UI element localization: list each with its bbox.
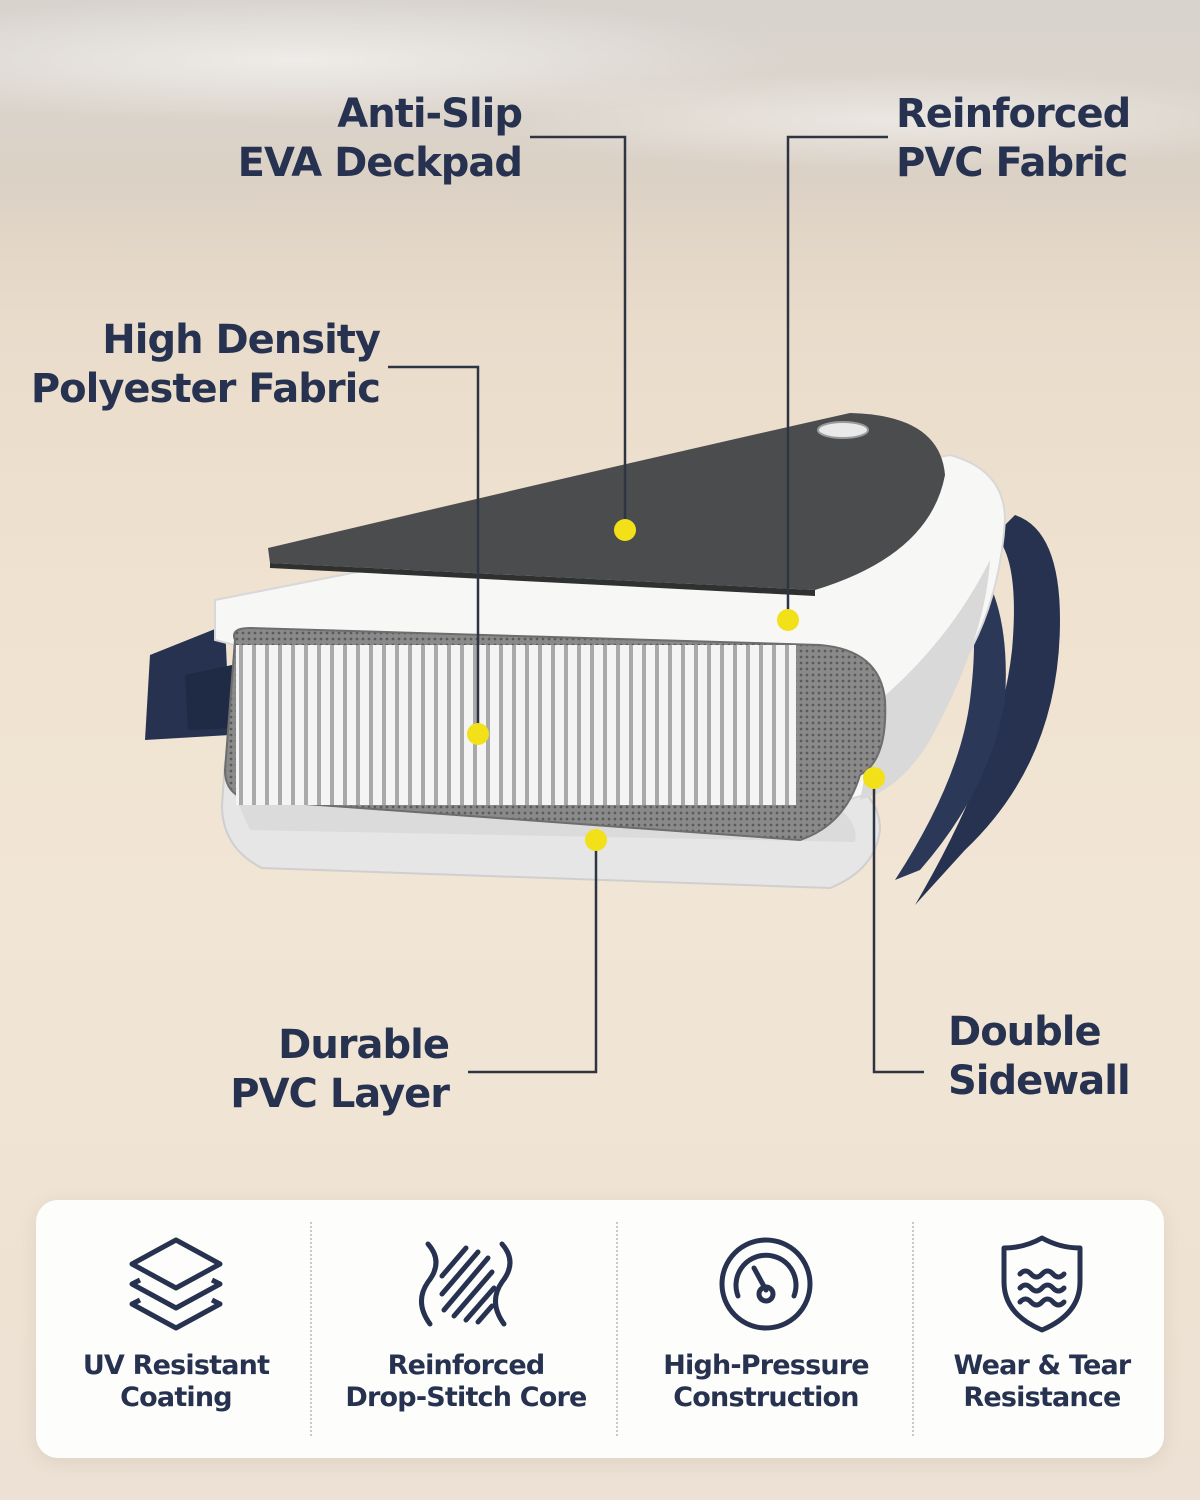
pressure-gauge-icon bbox=[719, 1237, 813, 1331]
feature-label: High-Pressure Construction bbox=[626, 1350, 906, 1414]
feature-drop-stitch: Reinforced Drop-Stitch Core bbox=[326, 1200, 606, 1458]
callout-line: EVA Deckpad bbox=[237, 140, 523, 186]
leader-pvc-fabric bbox=[786, 135, 888, 620]
callout-line: Durable bbox=[278, 1022, 450, 1068]
callout-line: Polyester Fabric bbox=[30, 366, 381, 412]
beach-background bbox=[0, 0, 1200, 230]
board-cross-section bbox=[145, 135, 1060, 1074]
divider bbox=[912, 1222, 914, 1436]
callout-deckpad: Anti-Slip EVA Deckpad bbox=[170, 90, 523, 188]
marker-polyester bbox=[467, 723, 489, 745]
double-sidewall bbox=[145, 515, 1060, 905]
feature-line: High-Pressure bbox=[663, 1350, 869, 1381]
feature-line: Construction bbox=[673, 1382, 859, 1413]
divider bbox=[310, 1222, 312, 1436]
feature-line: Resistance bbox=[963, 1382, 1121, 1413]
callout-line: Anti-Slip bbox=[337, 91, 523, 137]
marker-pvc-layer bbox=[585, 829, 607, 851]
leader-deckpad bbox=[530, 135, 627, 530]
callout-line: PVC Fabric bbox=[896, 140, 1128, 186]
features-panel: UV Resistant Coating Reinforced bbox=[36, 1200, 1164, 1458]
divider bbox=[616, 1222, 618, 1436]
feature-uv-coating: UV Resistant Coating bbox=[36, 1200, 316, 1458]
drop-stitch-icon bbox=[419, 1241, 513, 1327]
feature-line: Reinforced bbox=[387, 1350, 546, 1381]
wave-shield-icon bbox=[1001, 1235, 1083, 1333]
leader-lines bbox=[388, 135, 924, 1074]
callout-line: Double bbox=[948, 1009, 1102, 1055]
feature-line: Drop-Stitch Core bbox=[345, 1382, 587, 1413]
marker-deckpad bbox=[614, 519, 636, 541]
callout-line: Sidewall bbox=[948, 1058, 1131, 1104]
callout-markers bbox=[467, 519, 885, 851]
callout-line: PVC Layer bbox=[230, 1071, 450, 1117]
callout-sidewall: Double Sidewall bbox=[948, 1008, 1188, 1106]
callout-polyester: High Density Polyester Fabric bbox=[10, 316, 381, 414]
callout-pvc-layer: Durable PVC Layer bbox=[150, 1021, 450, 1119]
feature-line: Coating bbox=[120, 1382, 233, 1413]
feature-label: Wear & Tear Resistance bbox=[902, 1350, 1182, 1414]
leader-polyester bbox=[388, 365, 480, 734]
feature-high-pressure: High-Pressure Construction bbox=[626, 1200, 906, 1458]
layers-icon bbox=[129, 1237, 223, 1331]
eva-deckpad bbox=[268, 413, 945, 596]
callout-line: High Density bbox=[102, 317, 381, 363]
drop-stitch-core bbox=[223, 626, 887, 842]
feature-label: Reinforced Drop-Stitch Core bbox=[326, 1350, 606, 1414]
callout-line: Reinforced bbox=[896, 91, 1131, 137]
feature-wear-tear: Wear & Tear Resistance bbox=[902, 1200, 1182, 1458]
callout-pvc-fabric: Reinforced PVC Fabric bbox=[896, 90, 1186, 188]
valve-icon bbox=[817, 421, 869, 439]
feature-label: UV Resistant Coating bbox=[36, 1350, 316, 1414]
leader-sidewall bbox=[872, 778, 924, 1074]
feature-line: Wear & Tear bbox=[953, 1350, 1132, 1381]
feature-line: UV Resistant bbox=[82, 1350, 270, 1381]
marker-pvc-fabric bbox=[777, 609, 799, 631]
marker-sidewall bbox=[863, 767, 885, 789]
leader-pvc-layer bbox=[468, 840, 598, 1074]
